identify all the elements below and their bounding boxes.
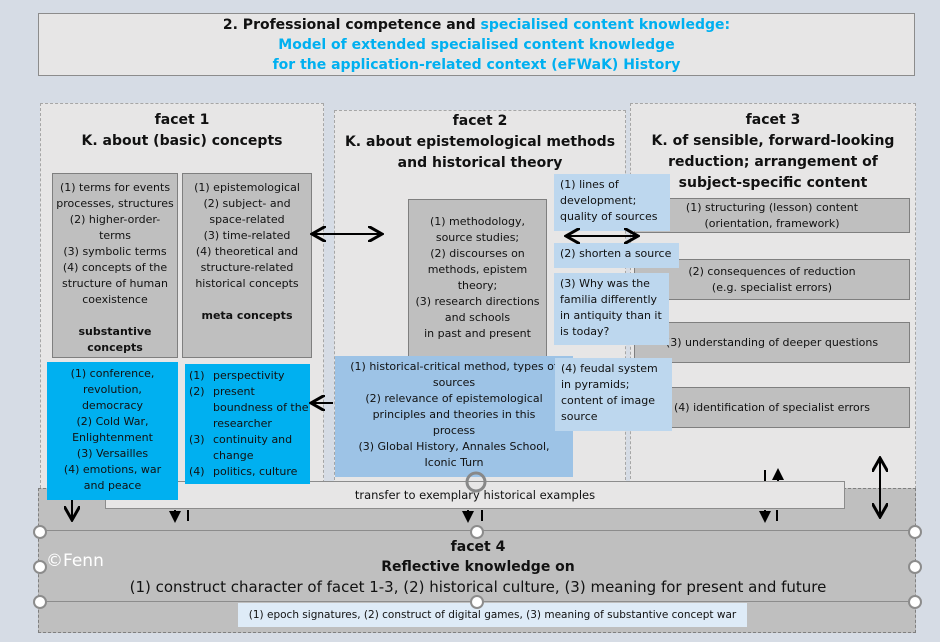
text-line: structure-related xyxy=(200,261,294,274)
resize-handle[interactable] xyxy=(470,525,484,539)
text-line: terms xyxy=(99,229,131,242)
text-line: (2) relevance of epistemological xyxy=(365,392,543,405)
meta-example-number: (1) xyxy=(189,369,205,382)
facet2-label: facet 2 xyxy=(452,113,508,129)
title-line1: 2. Professional competence and xyxy=(222,16,481,33)
text-line: in past and present xyxy=(424,327,531,340)
title-line1-accent: specialised content knowledge: xyxy=(480,16,731,33)
substantive-concepts-box: (1) terms for events processes, structure… xyxy=(52,173,178,358)
text-line: (2) subject- and xyxy=(203,197,291,210)
text-line: process xyxy=(432,424,476,437)
text-line: (3) Global History, Annales School, xyxy=(358,440,550,453)
resize-handle[interactable] xyxy=(33,525,47,539)
meta-example-item: (1) perspectivity xyxy=(189,368,310,384)
text-line: source studies; xyxy=(435,231,520,244)
meta-example-number: (4) xyxy=(189,465,205,478)
meta-example-item: (3) continuity and change xyxy=(189,432,310,464)
text-line: (1) historical-critical method, types of xyxy=(350,360,558,373)
text-line: and peace xyxy=(83,479,142,492)
text-line: (2) discourses on xyxy=(430,247,525,260)
meta-concepts-label: meta concepts xyxy=(201,309,293,322)
meta-example-text: politics, culture xyxy=(213,465,298,478)
facet3-item-3-line1: (3) understanding of deeper questions xyxy=(665,335,879,349)
text-line: structure of human xyxy=(62,277,168,290)
text-line: space-related xyxy=(209,213,285,226)
facet3-item-2-line2: (e.g. specialist errors) xyxy=(711,280,833,294)
text-line: sources xyxy=(432,376,476,389)
meta-example-text: perspectivity xyxy=(213,369,285,382)
text-line: (1) terms for events xyxy=(59,181,171,194)
note-1: (1) lines of development; quality of sou… xyxy=(554,174,670,231)
meta-examples-box: (1) perspectivity (2) present boundness of … xyxy=(185,364,310,484)
text-line: (3) Versailles xyxy=(76,447,149,460)
facet1-label: facet 1 xyxy=(154,112,210,128)
resize-handle[interactable] xyxy=(908,560,922,574)
text-line: (3) symbolic terms xyxy=(63,245,167,258)
text-line: coexistence xyxy=(82,293,148,306)
resize-handle[interactable] xyxy=(908,525,922,539)
meta-example-item: (2) present boundness of the researcher xyxy=(189,384,310,432)
text-line: processes, structures xyxy=(56,197,174,210)
resize-handle[interactable] xyxy=(908,595,922,609)
text-line: (3) time-related xyxy=(203,229,291,242)
transfer-bar: transfer to exemplary historical example… xyxy=(105,481,845,509)
resize-handle[interactable] xyxy=(33,560,47,574)
facet4-title: Reflective knowledge on xyxy=(381,559,575,575)
facet3-item-1-line1: (1) structuring (lesson) content xyxy=(685,200,859,214)
meta-example-text: present boundness of the researcher xyxy=(213,385,309,430)
meta-example-text: continuity and change xyxy=(213,433,293,462)
meta-example-number: (2) xyxy=(189,385,205,398)
text-line: principles and theories in this xyxy=(372,408,536,421)
facet3-item-1-line2: (orientation, framework) xyxy=(704,216,840,230)
text-line: historical concepts xyxy=(195,277,299,290)
facet2-methods-box: (1) methodology, source studies; (2) disco… xyxy=(408,199,547,359)
text-line: Enlightenment xyxy=(72,431,153,444)
meta-example-item: (4) politics, culture xyxy=(189,464,310,480)
facet4-content: facet 4 Reflective knowledge on (1) cons… xyxy=(40,537,916,597)
facet1-title: K. about (basic) concepts xyxy=(81,133,283,149)
facet3-item-3: (3) understanding of deeper questions xyxy=(634,322,910,363)
text-line: (1) methodology, xyxy=(429,215,526,228)
note-4: (4) feudal system in pyramids; content o… xyxy=(555,358,672,431)
facet2-title-2: and historical theory xyxy=(397,155,563,171)
substantive-concepts-label: substantive concepts xyxy=(78,325,152,354)
facet3-item-4: (4) identification of specialist errors xyxy=(634,387,910,428)
facet3-label: facet 3 xyxy=(745,112,801,128)
text-line: (1) epistemological xyxy=(194,181,300,194)
main-title-box: 2. Professional competence and specialis… xyxy=(38,13,915,76)
text-line: (3) research directions xyxy=(415,295,540,308)
note-3: (3) Why was the familia differently in a… xyxy=(554,273,669,345)
title-line3: for the application-related context (eFW… xyxy=(272,56,681,73)
substantive-examples-box: (1) conference, revolution, democracy (2) C… xyxy=(47,362,178,500)
text-line: revolution, xyxy=(83,383,142,396)
facet3-item-4-line1: (4) identification of specialist errors xyxy=(674,400,870,414)
text-line: (2) higher-order- xyxy=(69,213,161,226)
text-line: (2) Cold War, xyxy=(76,415,149,428)
text-line: (4) theoretical and xyxy=(195,245,299,258)
meta-concepts-box: (1) epistemological (2) subject- and space… xyxy=(182,173,312,358)
meta-example-number: (3) xyxy=(189,433,205,446)
text-line: (1) conference, xyxy=(70,367,155,380)
text-line: methods, epistem xyxy=(427,263,528,276)
text-line: democracy xyxy=(81,399,144,412)
copyright: ©Fenn xyxy=(46,551,104,571)
text-line: theory; xyxy=(457,279,498,292)
note-2: (2) shorten a source xyxy=(554,243,679,268)
facet2-title-1: K. about epistemological methods xyxy=(344,134,616,150)
resize-handle[interactable] xyxy=(470,595,484,609)
facet2-examples-box: (1) historical-critical method, types of… xyxy=(335,356,573,477)
text-line: Iconic Turn xyxy=(424,456,484,469)
facet3-item-2-line1: (2) consequences of reduction xyxy=(688,264,856,278)
facet4-label: facet 4 xyxy=(450,539,506,555)
facet4-text: (1) construct character of facet 1-3, (2… xyxy=(129,578,827,596)
facet3-item-1: (1) structuring (lesson) content (orienta… xyxy=(634,198,910,233)
facet3-title: K. of sensible, forward-looking reductio… xyxy=(651,133,895,191)
title-line2: Model of extended specialised content kn… xyxy=(278,36,675,53)
facet4-examples: (1) epoch signatures, (2) construct of d… xyxy=(238,603,747,627)
text-line: and schools xyxy=(444,311,511,324)
text-line: (4) emotions, war xyxy=(63,463,162,476)
resize-handle[interactable] xyxy=(33,595,47,609)
text-line: (4) concepts of the xyxy=(62,261,168,274)
